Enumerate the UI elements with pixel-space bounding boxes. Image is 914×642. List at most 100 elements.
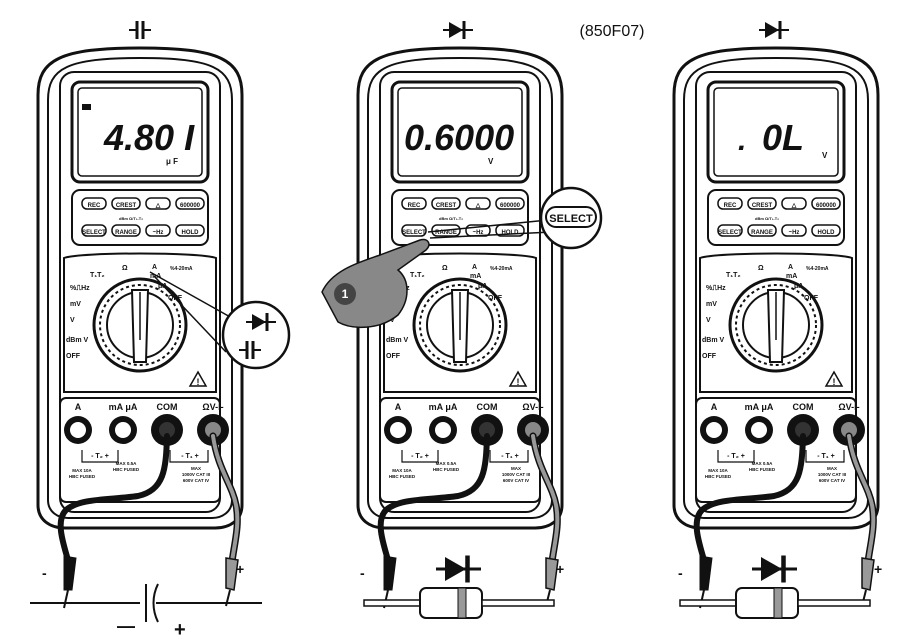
- svg-text:HBC FUSED: HBC FUSED: [433, 467, 460, 472]
- svg-text:A: A: [395, 402, 402, 412]
- svg-text:OFF: OFF: [488, 295, 503, 302]
- dbm-line: dBm Ω/T₁-T₂: [439, 216, 463, 221]
- step-number: 1: [342, 287, 349, 301]
- buttons-1: REC CREST △ 600000 dBm Ω/T₁-T₂ SELECT RA…: [82, 202, 201, 236]
- svg-text:ΩV-I-: ΩV-I-: [838, 402, 859, 412]
- crest-button[interactable]: CREST: [752, 203, 773, 209]
- svg-text:dBm V: dBm V: [66, 337, 89, 344]
- lcd-1: 4.80 I μ F: [82, 104, 195, 166]
- capacitor-icon: [127, 19, 153, 41]
- range-button[interactable]: RANGE: [751, 230, 773, 236]
- svg-text:OFF: OFF: [804, 295, 819, 302]
- select-bubble-label: SELECT: [549, 213, 593, 225]
- dial-callout: [149, 271, 291, 370]
- svg-text:%4-20mA: %4-20mA: [490, 266, 513, 272]
- rec-button[interactable]: REC: [724, 203, 737, 209]
- svg-text:MAX 0.5A: MAX 0.5A: [436, 461, 458, 466]
- dbm-line: dBm Ω/T₁-T₂: [119, 216, 143, 221]
- svg-text:Ω: Ω: [758, 265, 764, 272]
- hold-button[interactable]: HOLD: [182, 230, 200, 236]
- buttons-2: REC CREST △ 600000 dBm Ω/T₁-T₂ SELECT RA…: [402, 202, 521, 236]
- hz-button[interactable]: ~Hz: [473, 230, 484, 236]
- dbm-line: dBm Ω/T₁-T₂: [755, 216, 779, 221]
- select-button[interactable]: SELECT: [402, 230, 426, 236]
- svg-text:ΩV-I-: ΩV-I-: [202, 402, 223, 412]
- svg-text:HBC FUSED: HBC FUSED: [749, 467, 776, 472]
- svg-text:mA: mA: [150, 273, 161, 280]
- capacitor-component: — +: [30, 583, 262, 641]
- lcd-3: . 0L V: [738, 117, 828, 160]
- svg-text:600V CAT IV: 600V CAT IV: [183, 478, 209, 483]
- svg-text:- T₁ +: - T₁ +: [181, 453, 198, 460]
- diode-icon: [436, 556, 481, 583]
- svg-text:mA: mA: [470, 273, 481, 280]
- svg-text:600V CAT IV: 600V CAT IV: [503, 478, 529, 483]
- svg-text:%4-20mA: %4-20mA: [170, 266, 193, 272]
- probe-plus: +: [874, 561, 882, 577]
- svg-text:MAX 10A: MAX 10A: [392, 468, 412, 473]
- svg-text:A: A: [788, 264, 793, 271]
- rec-button[interactable]: REC: [408, 203, 421, 209]
- rec-button[interactable]: REC: [88, 203, 101, 209]
- select-button[interactable]: SELECT: [82, 230, 106, 236]
- crest-button[interactable]: CREST: [116, 203, 137, 209]
- pressing-finger: 1: [321, 238, 430, 329]
- svg-text:μA: μA: [478, 283, 487, 290]
- hz-button[interactable]: ~Hz: [153, 230, 164, 236]
- hold-button[interactable]: HOLD: [818, 230, 836, 236]
- diode-component-3: [679, 556, 871, 619]
- svg-text:HBC FUSED: HBC FUSED: [705, 474, 732, 479]
- svg-text:mA μA: mA μA: [745, 402, 774, 412]
- svg-text:%4-20mA: %4-20mA: [806, 266, 829, 272]
- select-button[interactable]: SELECT: [718, 230, 742, 236]
- svg-text:mA μA: mA μA: [429, 402, 458, 412]
- svg-text:MAX 0.5A: MAX 0.5A: [752, 461, 774, 466]
- svg-text:mA μA: mA μA: [109, 402, 138, 412]
- svg-text:MAX: MAX: [511, 466, 521, 471]
- svg-text:- T₁ +: - T₁ +: [501, 453, 518, 460]
- diode-icon: [441, 19, 475, 41]
- select-callout: SELECT: [427, 186, 603, 250]
- crest-button[interactable]: CREST: [436, 203, 457, 209]
- hold-button[interactable]: HOLD: [502, 230, 520, 236]
- lcd-reading: 0L: [762, 117, 804, 158]
- svg-text:%⎍Hz: %⎍Hz: [706, 285, 726, 292]
- probe-plus: +: [556, 561, 564, 577]
- svg-text:MAX: MAX: [191, 466, 201, 471]
- svg-text:dBm V: dBm V: [386, 337, 409, 344]
- delta-button[interactable]: △: [155, 202, 161, 209]
- svg-text:COM: COM: [793, 402, 814, 412]
- svg-text:- T₂ +: - T₂ +: [727, 453, 745, 460]
- range-button[interactable]: RANGE: [115, 230, 137, 236]
- count-button[interactable]: 600000: [500, 203, 521, 209]
- svg-text:V: V: [390, 317, 395, 324]
- svg-text:MAX 10A: MAX 10A: [72, 468, 92, 473]
- svg-text:1000V CAT III: 1000V CAT III: [818, 472, 846, 477]
- jack-labels-1: A mA μA COM ΩV-I- - T₂ + - T₁ + MAX 10A …: [69, 402, 224, 483]
- diode-icon: [757, 19, 791, 41]
- svg-text:μA: μA: [158, 283, 167, 290]
- delta-button[interactable]: △: [475, 202, 481, 209]
- capacitor-plus: +: [174, 619, 186, 641]
- svg-text:600V CAT IV: 600V CAT IV: [819, 478, 845, 483]
- range-button[interactable]: RANGE: [435, 230, 457, 236]
- lcd-unit: V: [488, 157, 494, 166]
- svg-text:- T₁ +: - T₁ +: [817, 453, 834, 460]
- delta-button[interactable]: △: [791, 202, 797, 209]
- svg-text:A: A: [472, 264, 477, 271]
- svg-text:1000V CAT III: 1000V CAT III: [182, 472, 210, 477]
- probe-minus: -: [42, 565, 47, 581]
- svg-text:A: A: [711, 402, 718, 412]
- hz-button[interactable]: ~Hz: [789, 230, 800, 236]
- svg-text:mA: mA: [786, 273, 797, 280]
- jack-labels-3: A mA μA COM ΩV-I- - T₂ + - T₁ + MAX 10A …: [705, 402, 860, 483]
- count-button[interactable]: 600000: [816, 203, 837, 209]
- svg-text:1000V CAT III: 1000V CAT III: [502, 472, 530, 477]
- svg-text:MAX 0.5A: MAX 0.5A: [116, 461, 138, 466]
- count-button[interactable]: 600000: [180, 203, 201, 209]
- svg-text:mV: mV: [70, 301, 81, 308]
- svg-text:ΩV-I-: ΩV-I-: [522, 402, 543, 412]
- svg-text:- T₂ +: - T₂ +: [411, 453, 429, 460]
- svg-text:OFF: OFF: [386, 353, 401, 360]
